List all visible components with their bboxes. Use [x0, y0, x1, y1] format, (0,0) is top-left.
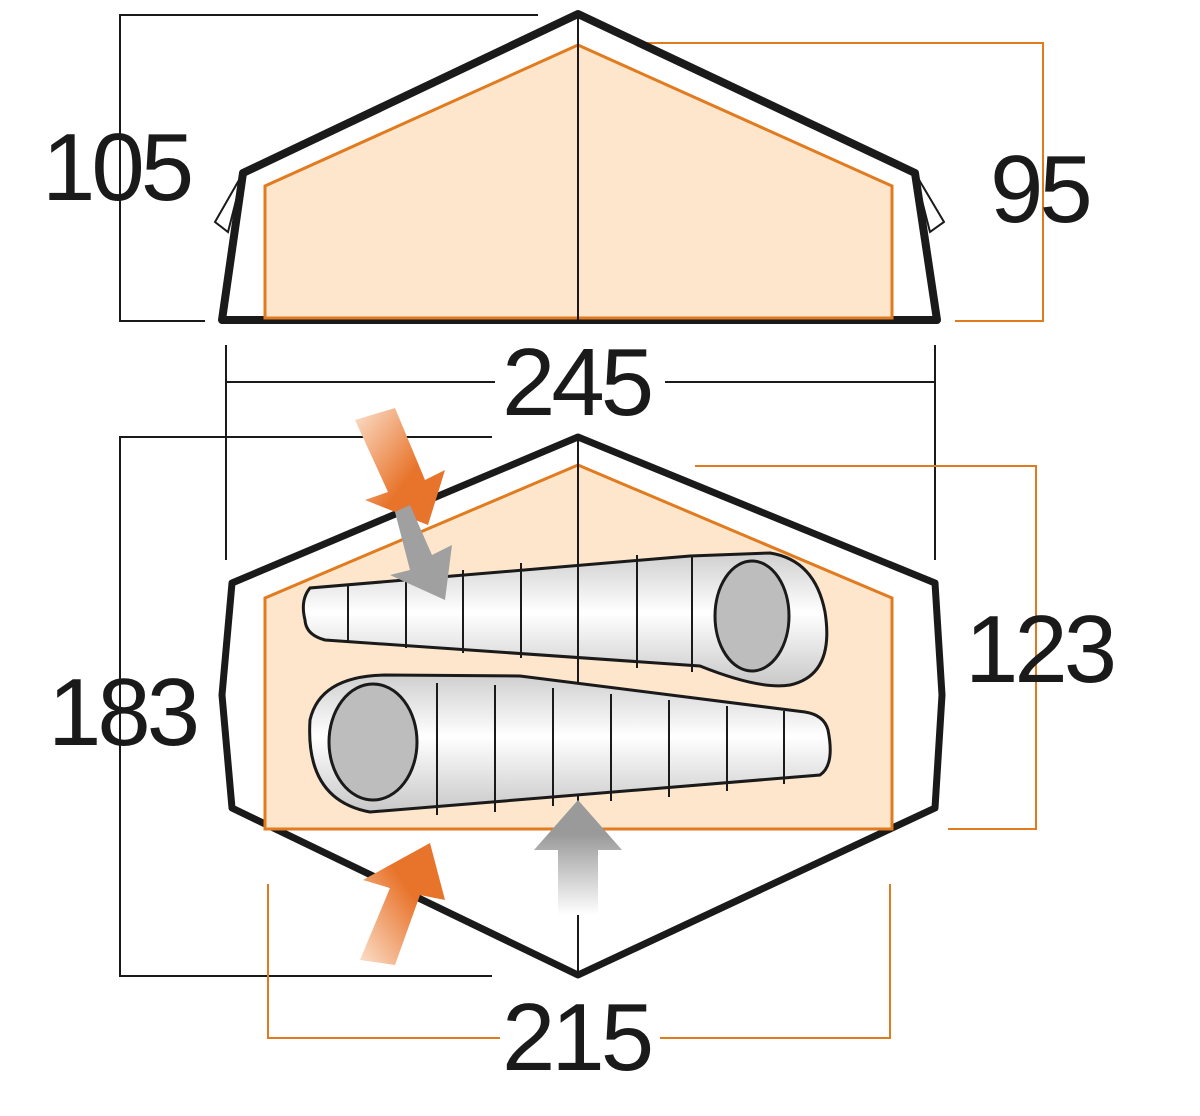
inner-depth-label: 123 [965, 596, 1114, 703]
sleeping-bag-2 [308, 673, 832, 815]
vent-arrow-top [390, 505, 452, 600]
floor-plan: 183 123 215 [48, 408, 1118, 1091]
inner-height-label: 95 [990, 136, 1089, 243]
entrance-arrow-top [355, 408, 445, 525]
entrance-arrow-bottom [360, 843, 445, 965]
inner-height-line [610, 42, 1044, 322]
outer-height-line [119, 14, 538, 322]
vent-arrow-bottom [534, 800, 622, 915]
inner-depth-line [695, 465, 1037, 830]
outer-width-label: 245 [502, 329, 651, 436]
outer-depth-label: 183 [48, 659, 197, 766]
front-view: 105 95 [42, 10, 1093, 324]
outer-depth-line [119, 436, 492, 977]
inner-width-label: 215 [502, 984, 651, 1091]
outer-height-label: 105 [42, 114, 191, 221]
outer-width-dimension: 245 [225, 329, 936, 560]
